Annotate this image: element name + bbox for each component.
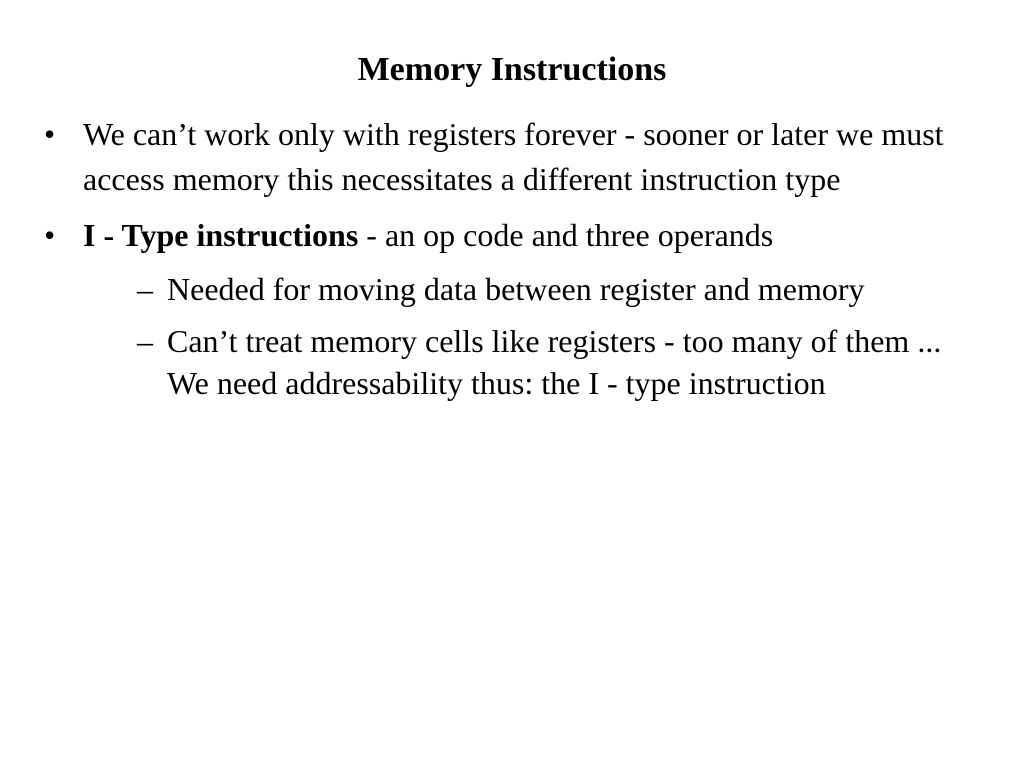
- bullet-marker: •: [44, 116, 56, 152]
- sub-bullet-list: – Needed for moving data between registe…: [83, 268, 984, 404]
- sub-bullet-item: – Needed for moving data between registe…: [83, 268, 984, 310]
- sub-bullet-text: Can’t treat memory cells like registers …: [167, 323, 942, 401]
- bullet-bold-term: I - Type instructions: [83, 217, 359, 253]
- sub-bullet-marker: –: [137, 271, 153, 307]
- bullet-text: - an op code and three operands: [358, 217, 774, 253]
- sub-bullet-marker: –: [137, 323, 153, 359]
- sub-bullet-item: – Can’t treat memory cells like register…: [83, 320, 984, 404]
- bullet-text: We can’t work only with registers foreve…: [83, 116, 944, 197]
- sub-bullet-text: Needed for moving data between register …: [167, 271, 865, 307]
- slide-title: Memory Instructions: [357, 51, 667, 88]
- bullet-marker: •: [44, 217, 56, 253]
- bullet-item: • I - Type instructions - an op code and…: [44, 212, 984, 404]
- bullet-item: • We can’t work only with registers fore…: [44, 112, 984, 202]
- slide-content: • We can’t work only with registers fore…: [44, 112, 984, 414]
